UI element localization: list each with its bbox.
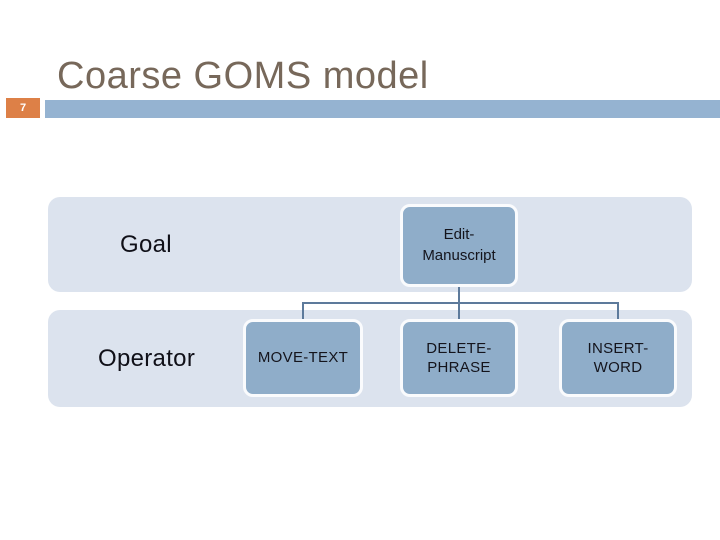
goal-row-band: Goal	[48, 197, 692, 292]
connector-crossbar	[302, 302, 619, 304]
node-edit-manuscript: Edit- Manuscript	[400, 204, 518, 287]
node-move-text: MOVE-TEXT	[243, 319, 363, 397]
slide-title: Coarse GOMS model	[57, 55, 429, 98]
page-number-badge: 7	[6, 98, 40, 118]
node-insert-word: INSERT- WORD	[559, 319, 677, 397]
node-delete-phrase: DELETE- PHRASE	[400, 319, 518, 397]
connector-drop-right	[617, 303, 619, 320]
header-rule	[45, 100, 720, 118]
connector-stem	[458, 287, 460, 303]
connector-drop-middle	[458, 303, 460, 320]
operator-row-label: Operator	[98, 344, 196, 372]
goal-row-label: Goal	[120, 230, 172, 258]
connector-drop-left	[302, 303, 304, 320]
